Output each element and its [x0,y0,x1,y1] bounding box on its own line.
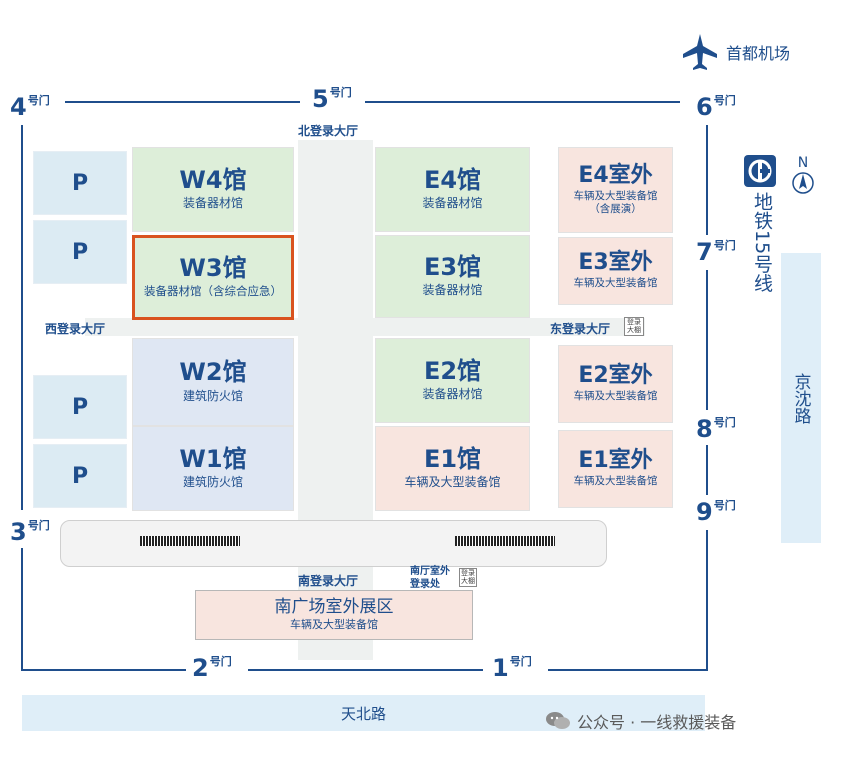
hall-w1-sub: 建筑防火馆 [182,475,243,490]
hall-w2-name: W2馆 [179,358,247,387]
hall-e2-outdoor-name: E2室外 [578,363,653,389]
frame-top-right [365,101,680,103]
central-north-south-corridor [298,140,373,660]
gate-6: 6号门 [696,93,736,121]
parking-3: P [33,375,127,439]
wechat-icon [546,712,570,729]
compass-label: N [797,155,809,171]
hall-e1-sub: 车辆及大型装备馆 [404,475,501,490]
gate-5: 5号门 [312,85,352,113]
parking-1: P [33,151,127,215]
frame-left-top [21,125,23,510]
hall-e3-outdoor-sub: 车辆及大型装备馆 [573,277,658,290]
hall-w1[interactable]: W1馆 建筑防火馆 [132,426,294,511]
hall-w4-name: W4馆 [179,165,247,194]
compass: N [790,155,816,199]
hall-e2[interactable]: E2馆 装备器材馆 [375,338,530,423]
hall-e3-name: E3馆 [423,252,482,281]
west-lobby-label: 西登录大厅 [45,322,106,336]
watermark: 公众号 · 一线救援装备 [545,709,736,733]
hall-e2-name: E2馆 [423,356,482,385]
hall-e2-outdoor[interactable]: E2室外 车辆及大型装备馆 [558,345,673,423]
south-plaza-sub: 车辆及大型装备馆 [290,617,378,631]
hall-e1[interactable]: E1馆 车辆及大型装备馆 [375,426,530,511]
central-east-west-corridor [85,318,645,336]
hall-e4-outdoor-sub2: （含展演） [589,203,642,216]
frame-left-bottom [21,548,23,670]
frame-right-bottom [706,530,708,670]
east-road-label: 京沈路 [790,372,811,424]
gate-2: 2号门 [192,654,232,682]
hall-e3-sub: 装备器材馆 [422,283,483,298]
hall-e2-outdoor-sub: 车辆及大型装备馆 [573,390,658,403]
south-left-rail [140,536,240,546]
hall-w4-sub: 装备器材馆 [182,196,243,211]
east-lobby-label: 东登录大厅 [550,322,611,336]
hall-w3[interactable]: W3馆 装备器材馆（含综合应急） [132,235,294,320]
airplane-icon [683,34,717,70]
south-road-tianbei: 天北路 [22,695,705,731]
hall-w1-name: W1馆 [179,444,247,473]
frame-right-mid2 [706,445,708,495]
south-lobby-label: 南登录大厅 [298,574,359,588]
gate-3: 3号门 [10,518,50,546]
frame-bottom-left [21,669,186,671]
south-outdoor-lobby-label: 南厅室外登录处 [410,566,450,590]
hall-w3-name: W3馆 [179,254,247,283]
parking-2: P [33,220,127,284]
gate-1: 1号门 [492,654,532,682]
hall-e4[interactable]: E4馆 装备器材馆 [375,147,530,232]
frame-right-top [706,125,708,235]
metro-label: 地铁15号线 [751,192,773,293]
frame-bottom-right [548,669,708,671]
hall-w4[interactable]: W4馆 装备器材馆 [132,147,294,232]
south-plaza[interactable]: 南广场室外展区 车辆及大型装备馆 [195,590,473,640]
airport-marker: 首都机场 [680,32,790,72]
hall-e2-sub: 装备器材馆 [422,387,483,402]
hall-e4-outdoor[interactable]: E4室外 车辆及大型装备馆 （含展演） [558,147,673,233]
gate-7: 7号门 [696,238,736,266]
hall-w2-sub: 建筑防火馆 [182,388,243,403]
hall-e4-sub: 装备器材馆 [422,196,483,211]
south-plaza-name: 南广场室外展区 [274,596,394,617]
hall-e1-name: E1馆 [423,444,482,473]
gate-9: 9号门 [696,498,736,526]
south-lobby-tent-tag: 登录大棚 [459,568,477,588]
frame-bottom-mid [248,669,483,671]
hall-e4-name: E4馆 [423,165,482,194]
hall-e4-outdoor-sub: 车辆及大型装备馆 [573,189,658,202]
hall-e3-outdoor-name: E3室外 [578,250,653,276]
hall-w3-sub: 装备器材馆（含综合应急） [144,284,282,299]
hall-e1-outdoor-sub: 车辆及大型装备馆 [573,475,658,488]
frame-right-mid [706,270,708,410]
hall-e3[interactable]: E3馆 装备器材馆 [375,235,530,318]
hall-e3-outdoor[interactable]: E3室外 车辆及大型装备馆 [558,237,673,305]
metro-icon [748,159,772,183]
metro-marker [744,155,776,187]
hall-e1-outdoor[interactable]: E1室外 车辆及大型装备馆 [558,430,673,508]
gate-8: 8号门 [696,415,736,443]
watermark-text: 公众号 · 一线救援装备 [577,713,737,732]
south-right-rail [455,536,555,546]
east-road-jingshen: 京沈路 [781,253,821,543]
gate-4: 4号门 [10,93,50,121]
north-lobby-label: 北登录大厅 [298,124,359,138]
south-road-label: 天北路 [340,704,386,723]
compass-icon [792,172,814,194]
parking-4: P [33,444,127,508]
hall-e1-outdoor-name: E1室外 [578,448,653,474]
airport-label: 首都机场 [726,44,791,63]
east-lobby-tent-tag: 登录大棚 [624,317,644,337]
hall-e4-outdoor-name: E4室外 [578,162,653,188]
hall-w2[interactable]: W2馆 建筑防火馆 [132,338,294,426]
frame-top-left [65,101,300,103]
